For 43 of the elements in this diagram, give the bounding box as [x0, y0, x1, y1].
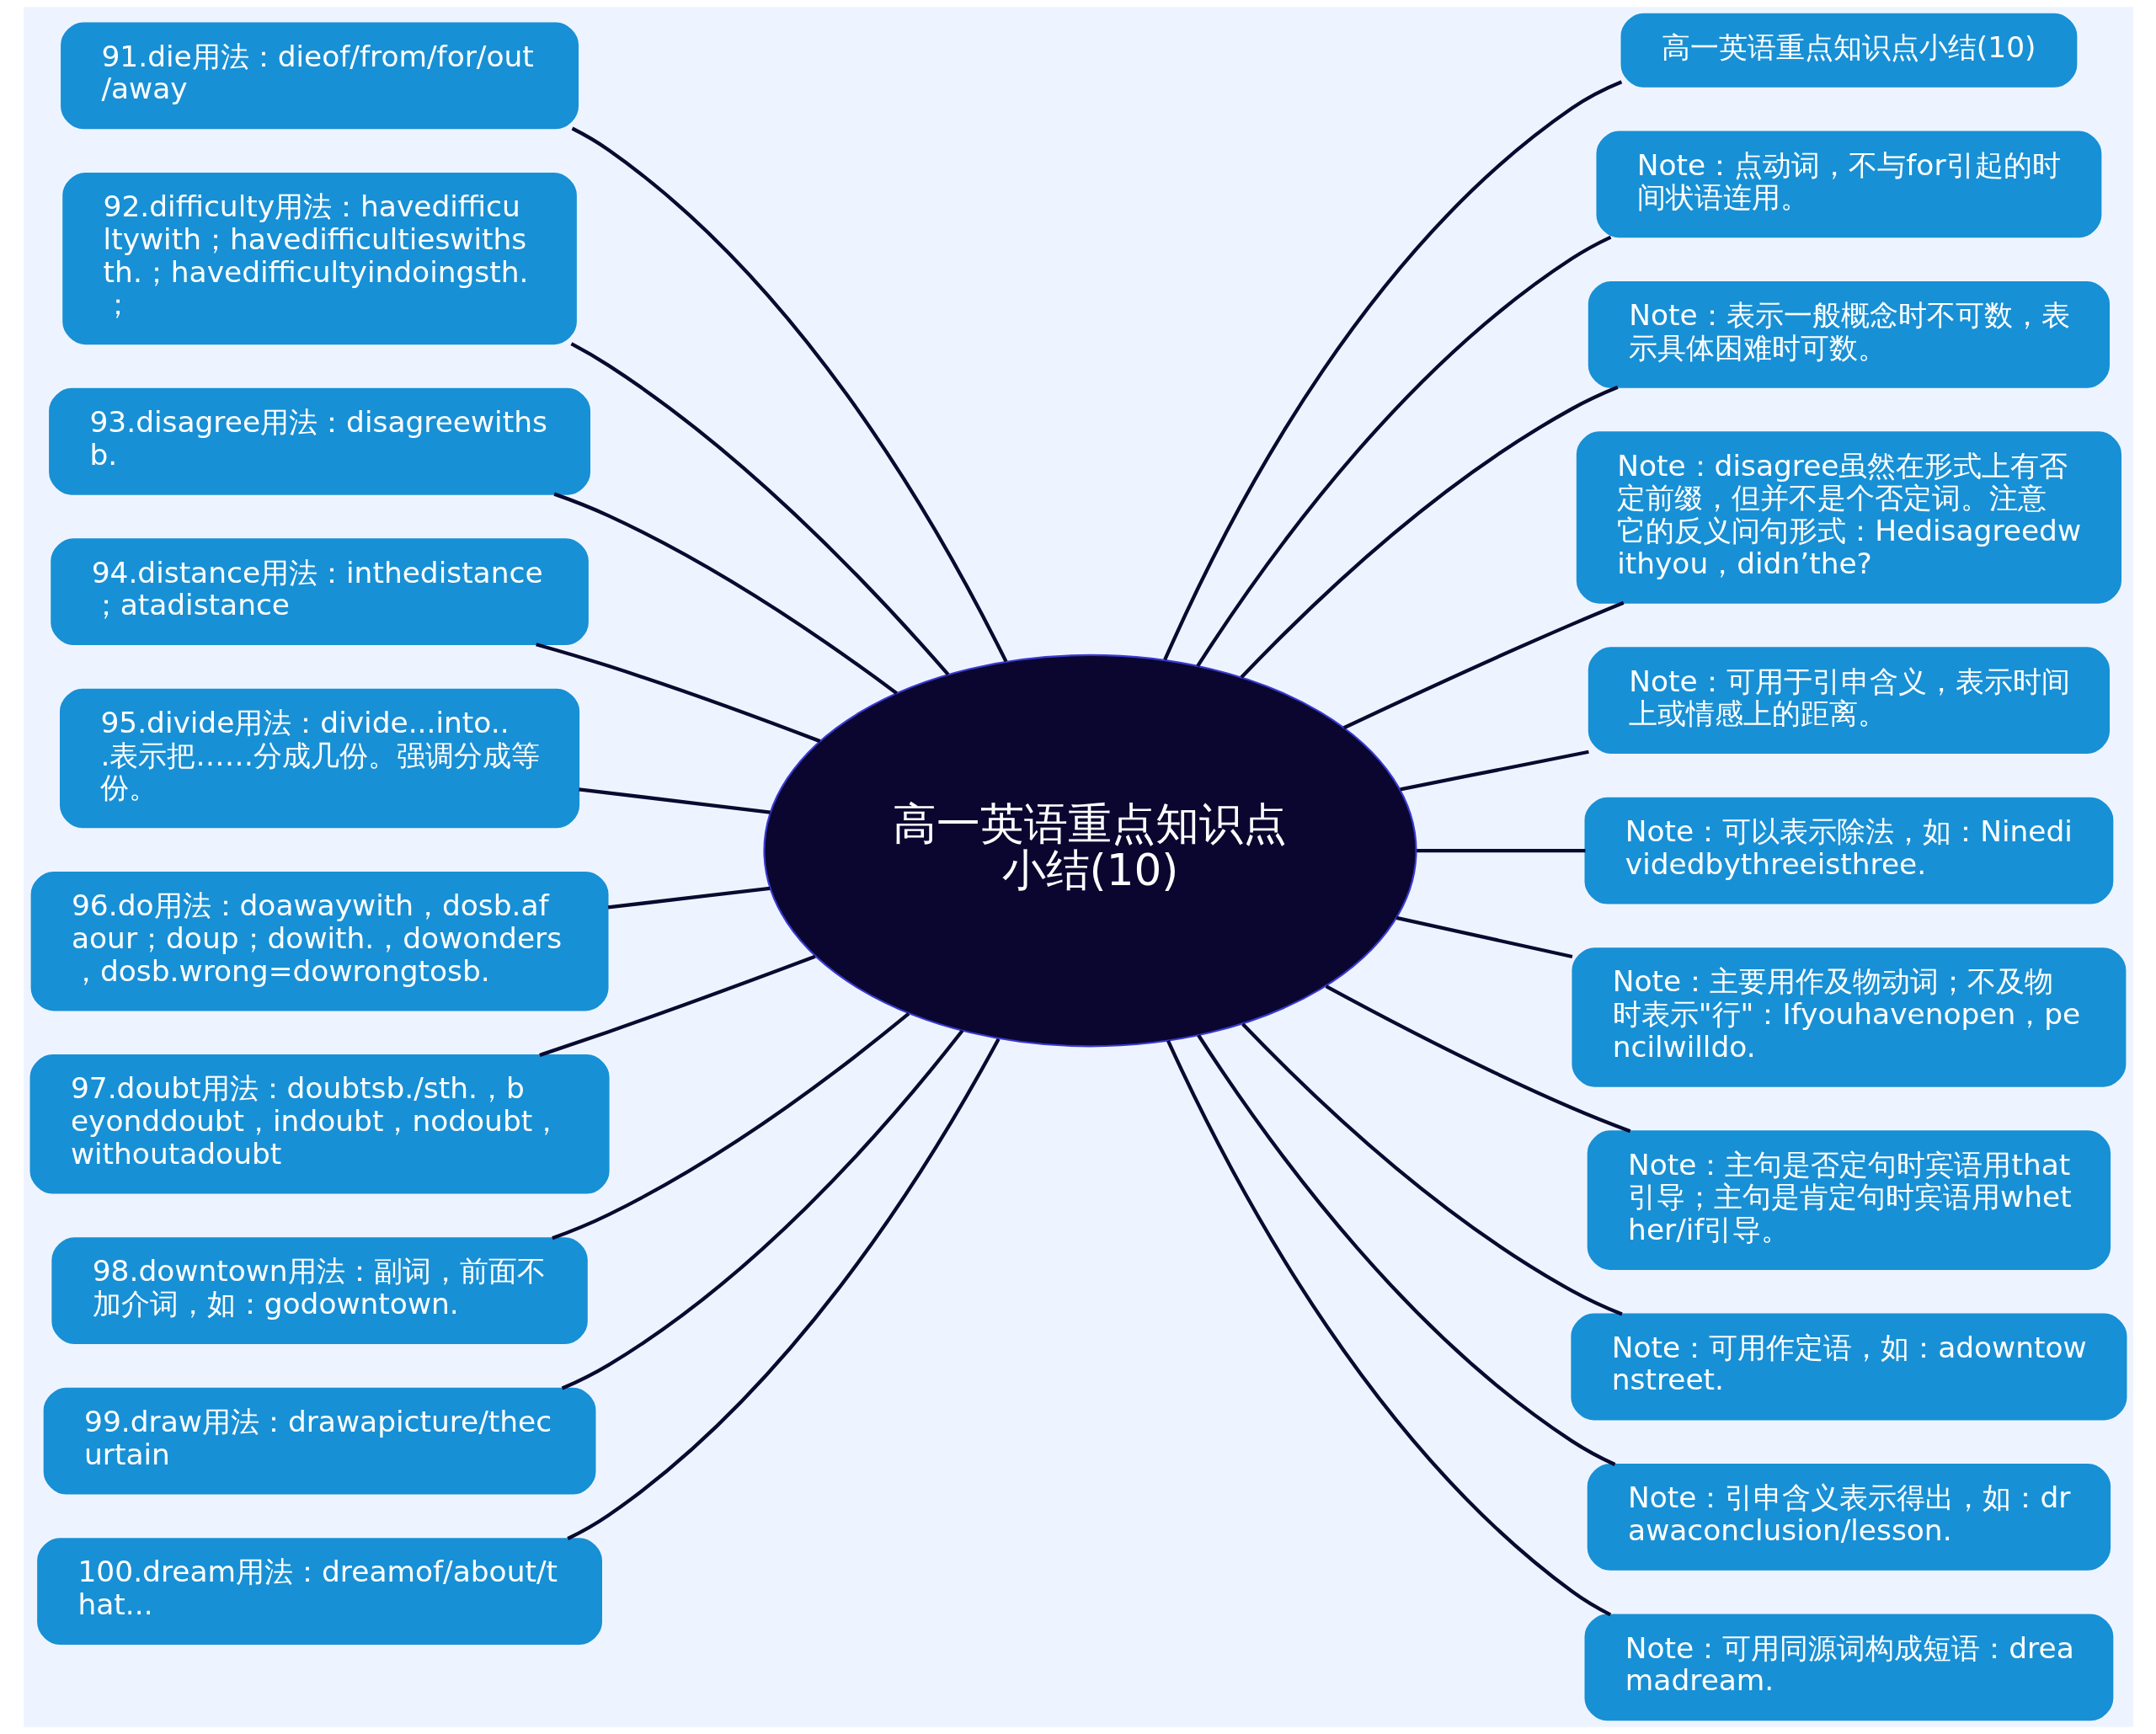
node-box: Note：可用同源词构成短语：dreamadream. — [1584, 1614, 2113, 1721]
connector — [566, 1038, 1001, 1540]
connector — [1196, 1034, 1615, 1466]
connector — [1241, 1022, 1623, 1316]
connector — [552, 492, 898, 695]
node-box: Note：引申含义表示得出，如：drawaconclusion/lesson. — [1587, 1464, 2111, 1571]
node-box: 92.difficulty用法：havedifficultywith；havedifficultieswithsth.；havedifficultyindoingsth.； — [61, 172, 577, 345]
connector — [1416, 849, 1585, 853]
node-box: 91.die用法：dieof/from/for/out/away — [60, 22, 579, 130]
node-box: 100.dream用法：dreamof/about/that... — [36, 1538, 602, 1645]
connector — [1166, 1040, 1611, 1617]
connector — [1162, 80, 1622, 661]
node-box: 99.draw用法：drawapicture/thecurtain — [43, 1387, 595, 1495]
connector — [607, 886, 770, 910]
connector — [1399, 750, 1589, 792]
node-box: Note：disagree虽然在形式上有否定前缀，但并不是个否定词。注意它的反义问句形式：Hedisagreedwithyou，didn’the? — [1576, 431, 2121, 604]
connector — [571, 126, 1007, 663]
node-box: Note：可用作定语，如：adowntownstreet. — [1570, 1313, 2127, 1421]
node-box: 93.disagree用法：disagreewithsb. — [48, 387, 590, 495]
node-box: 95.divide用法：divide...into...表示把……分成几份。强调分成等份。 — [59, 688, 579, 829]
connector — [538, 954, 816, 1057]
node-box: Note：主句是否定句时宾语用that引导；主句是肯定句时宾语用whether/if引导。 — [1587, 1130, 2111, 1270]
connector — [578, 787, 771, 814]
connector — [569, 342, 949, 676]
node-box: Note：点动词，不与for引起的时间状语连用。 — [1595, 131, 2101, 238]
connector — [1396, 915, 1572, 959]
node-box: Note：可以表示除法，如：Ninedividedbythreeisthree. — [1584, 797, 2113, 904]
connector — [1240, 385, 1619, 679]
node-box: 96.do用法：doawaywith，dosb.afaour；doup；dowith.，dowonders，dosb.wrong=dowrongtosb. — [30, 871, 608, 1011]
connector — [535, 643, 820, 744]
connector — [561, 1029, 963, 1390]
node-box: Note：表示一般概念时不可数，表示具体困难时可数。 — [1588, 280, 2110, 388]
connector — [1342, 600, 1625, 730]
node-box: Note：可用于引申含义，表示时间上或情感上的距离。 — [1588, 647, 2110, 755]
connector — [1325, 984, 1630, 1134]
node-box: Note：主要用作及物动词；不及物时表示"行"：Ifyouhavenopen，pencilwilldo. — [1571, 947, 2126, 1087]
node-box: 97.doubt用法：doubtsb./sth.，beyonddoubt，indoubt，nodoubt，withoutadoubt — [29, 1054, 610, 1194]
node-box: 高一英语重点知识点小结(10) — [1620, 13, 2077, 88]
node-ellipse: 高一英语重点知识点小结(10) — [762, 654, 1417, 1048]
node-box: 94.distance用法：inthedistance；atadistance — [50, 538, 589, 646]
node-box: 98.downtown用法：副词，前面不加介词，如：godowntown. — [51, 1237, 588, 1345]
connector — [551, 1012, 910, 1240]
connector — [1195, 235, 1611, 668]
